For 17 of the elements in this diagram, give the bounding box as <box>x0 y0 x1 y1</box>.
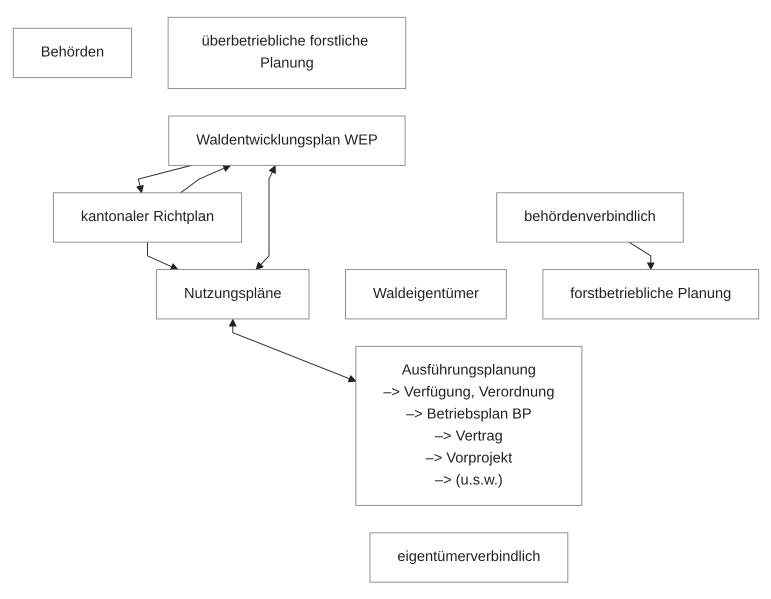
node-box <box>156 268 309 320</box>
node-box <box>344 268 506 320</box>
arrow <box>146 241 178 270</box>
arrow <box>136 164 192 193</box>
node-box <box>167 16 406 89</box>
node-box <box>168 115 406 166</box>
arrow <box>628 241 654 270</box>
arrow <box>228 318 356 382</box>
node-box <box>542 268 759 320</box>
node-box <box>496 192 684 242</box>
node-box <box>52 192 242 242</box>
node-box <box>368 532 568 582</box>
diagram: Behörden überbetriebliche forstliche Planung Waldentwicklungsplan WEP kantonaler Richtplan behördenverbindlich Nutzungspläne Waldeigentümer forstbetriebliche Planung Ausführungsplanung –> Verfügung, Verordnung –> Betriebsplan BP –> Vertrag –> Vorprojekt –> (u.s.w.) eigentümerverbindlich <box>6 10 766 590</box>
arrow <box>180 164 230 194</box>
node-box <box>12 28 132 78</box>
node-box <box>354 346 582 506</box>
arrow <box>255 165 276 270</box>
